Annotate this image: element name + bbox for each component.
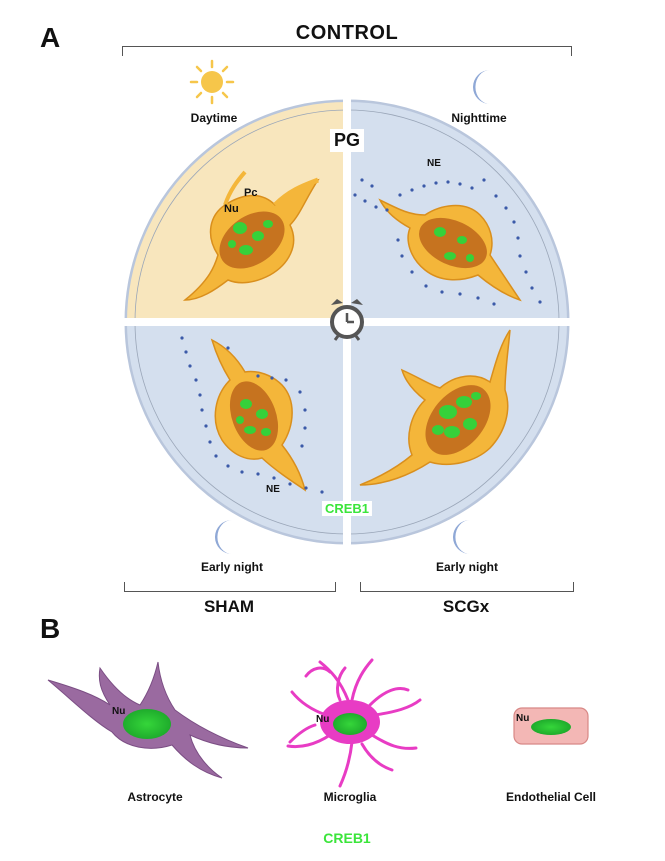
moon-icon (214, 520, 232, 554)
endothelial-label: Endothelial Cell (505, 790, 597, 804)
pc-label: Pc (244, 187, 258, 199)
pg-label: PG (329, 129, 365, 152)
creb1-label-b: CREB1 (323, 830, 371, 846)
nu-label: Nu (224, 203, 239, 215)
panel-a-letter: A (40, 22, 61, 53)
astrocyte-label: Astrocyte (127, 790, 183, 804)
endothelial-cell (513, 707, 589, 745)
microglia-nu-label: Nu (316, 714, 330, 725)
sun-icon (189, 59, 235, 105)
scgx-label: SCGx (442, 597, 490, 616)
nighttime-label: Nighttime (451, 111, 507, 125)
microglia-body (320, 700, 380, 744)
pinealocyte-nighttime (353, 178, 542, 306)
scgx-bracket (360, 582, 574, 592)
moon-icon (452, 520, 470, 554)
endothelial-nu-label: Nu (516, 713, 530, 724)
creb1-label-a: CREB1 (321, 501, 373, 516)
astrocyte-nu-label: Nu (112, 706, 126, 717)
control-label: CONTROL (295, 22, 399, 44)
control-bracket (122, 46, 572, 56)
ne-label-top: NE (427, 158, 441, 169)
daytime-label: Daytime (190, 111, 238, 125)
pinealocyte-sham (180, 336, 324, 494)
pinealocyte-daytime (182, 170, 320, 301)
ne-label-bottom: NE (266, 484, 280, 495)
alarm-clock-icon (330, 299, 364, 341)
moon-icon (473, 70, 490, 104)
panel-b-letter: B (40, 613, 61, 644)
pinealocyte-scgx (359, 329, 511, 486)
early-night-label-left: Early night (200, 560, 264, 574)
microglia-label: Microglia (323, 790, 377, 804)
early-night-label-right: Early night (435, 560, 499, 574)
sham-bracket (124, 582, 336, 592)
astrocyte-cell (47, 661, 249, 779)
sham-label: SHAM (203, 597, 255, 616)
